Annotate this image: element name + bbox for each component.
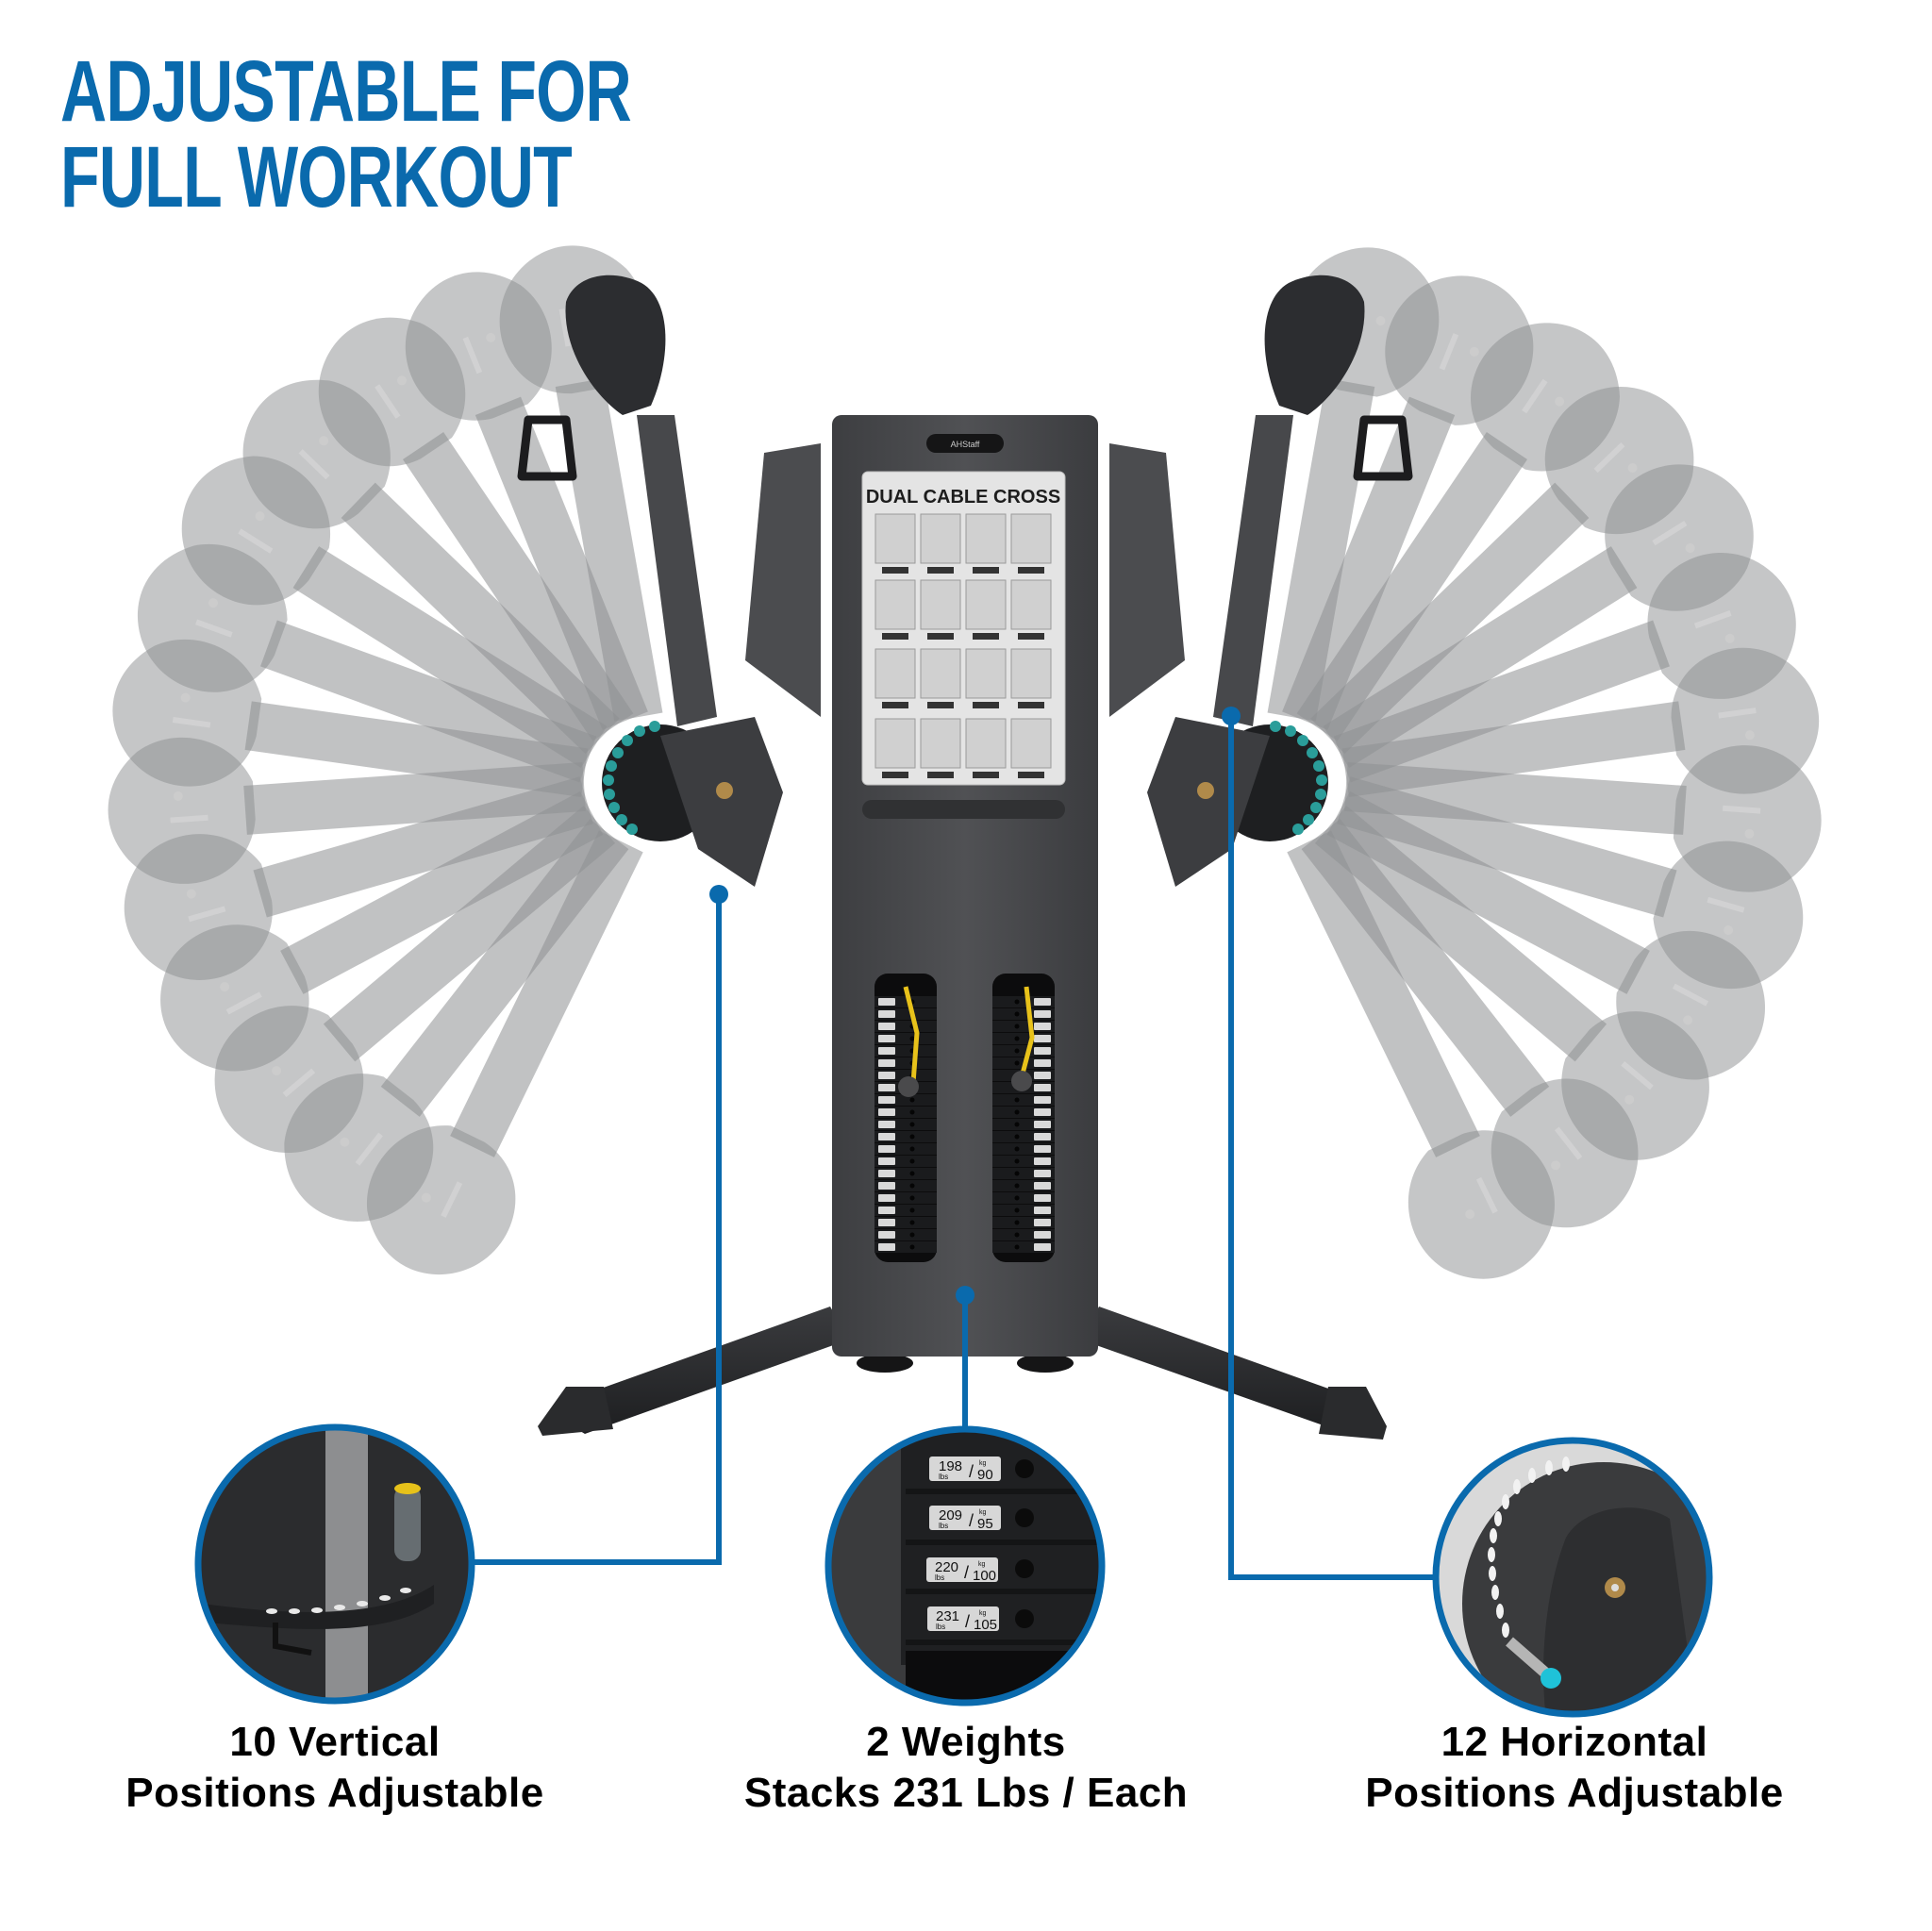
callout-horizontal-detail xyxy=(1432,1437,1713,1718)
left-wing xyxy=(745,443,821,717)
right-active-arm xyxy=(1213,275,1413,726)
caption-weights: 2 Weights Stacks 231 Lbs / Each xyxy=(674,1717,1258,1819)
left-pivot xyxy=(602,717,783,887)
brand-badge: AHStaff xyxy=(951,440,980,449)
caption-vertical: 10 Vertical Positions Adjustable xyxy=(42,1717,627,1819)
plate-4-kg: 105 xyxy=(974,1617,997,1633)
callout-vertical-detail xyxy=(194,1423,475,1705)
plate-1-lbs: 198 xyxy=(939,1458,962,1474)
caption-horizontal-line-2: Positions Adjustable xyxy=(1365,1770,1784,1816)
right-wing xyxy=(1109,443,1185,717)
callout-connectors xyxy=(472,716,1436,1580)
plate-3-kg: 100 xyxy=(973,1568,996,1584)
right-selector-pin-cord xyxy=(1019,986,1035,1078)
left-active-arm xyxy=(517,275,717,726)
plate-1-kg-unit: kg xyxy=(979,1460,987,1467)
left-selector-pin-cord xyxy=(903,986,920,1084)
plate-1-kg: 90 xyxy=(977,1467,993,1483)
base-legs xyxy=(538,1307,1387,1440)
plate-2-kg: 95 xyxy=(977,1516,993,1532)
plate-4-slash: / xyxy=(965,1612,970,1631)
left-plates xyxy=(874,996,937,1253)
plate-4-lbs-unit: lbs xyxy=(936,1623,945,1631)
plate-3-slash: / xyxy=(964,1563,969,1582)
grab-handle xyxy=(862,800,1065,819)
exercise-tiles xyxy=(874,513,1052,769)
headline-line-1: ADJUSTABLE FOR xyxy=(60,43,632,140)
right-selector-pin xyxy=(1011,1071,1032,1091)
caption-horizontal-line-1: 12 Horizontal xyxy=(1441,1719,1708,1765)
caption-vertical-line-2: Positions Adjustable xyxy=(125,1770,544,1816)
left-selector-pin xyxy=(898,1076,919,1097)
plate-1-slash: / xyxy=(969,1462,974,1481)
plate-3-lbs-unit: lbs xyxy=(935,1573,944,1582)
caption-vertical-line-1: 10 Vertical xyxy=(229,1719,441,1765)
headline-line-2: FULL WORKOUT xyxy=(60,129,573,225)
plate-2-slash: / xyxy=(969,1511,974,1530)
right-plates xyxy=(992,996,1055,1253)
plate-2-lbs: 209 xyxy=(939,1507,962,1523)
caption-horizontal: 12 Horizontal Positions Adjustable xyxy=(1282,1717,1867,1819)
callout-weights-detail: 198 lbs / kg 90 209 lbs / kg 95 220 lbs … xyxy=(824,1425,1106,1706)
placard-title: DUAL CABLE CROSS xyxy=(866,487,1060,508)
plate-1-lbs-unit: lbs xyxy=(939,1473,948,1481)
caption-weights-line-1: 2 Weights xyxy=(866,1719,1066,1765)
tower: AHStaff DUAL CABLE CROSS xyxy=(832,415,1098,1357)
plate-4-lbs: 231 xyxy=(936,1608,959,1624)
caption-weights-line-2: Stacks 231 Lbs / Each xyxy=(743,1770,1189,1816)
plate-4-kg-unit: kg xyxy=(979,1610,987,1617)
headline: ADJUSTABLE FOR FULL WORKOUT xyxy=(60,43,632,225)
plate-3-kg-unit: kg xyxy=(978,1561,986,1568)
plate-2-kg-unit: kg xyxy=(979,1509,987,1516)
plate-2-lbs-unit: lbs xyxy=(939,1522,948,1530)
right-pivot xyxy=(1147,717,1328,887)
plate-3-lbs: 220 xyxy=(935,1559,958,1575)
